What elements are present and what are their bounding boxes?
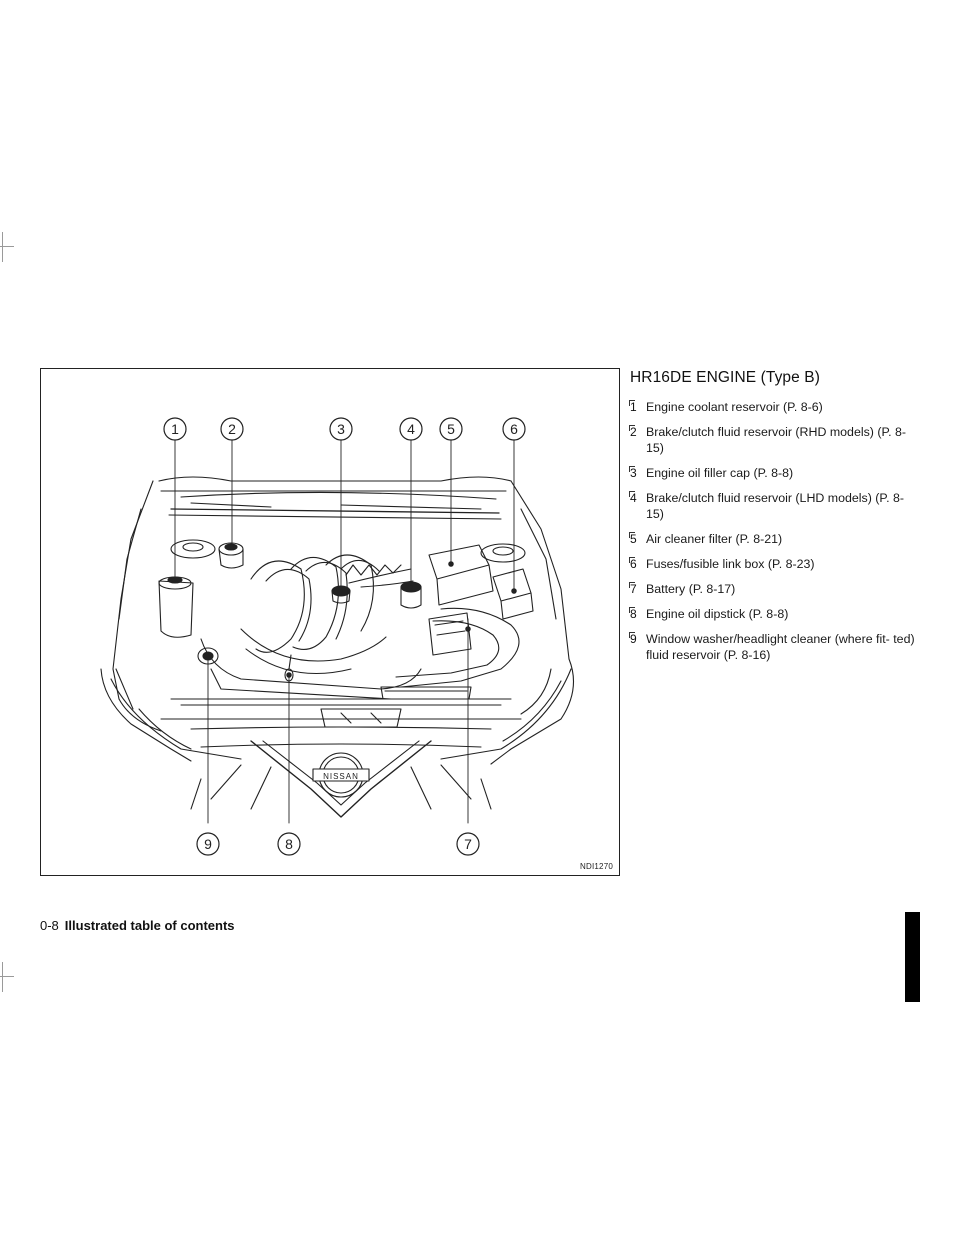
crop-mark bbox=[2, 962, 3, 992]
list-item: 7 Battery (P. 8-17) bbox=[629, 581, 920, 597]
list-item: 9 Window washer/headlight cleaner (where … bbox=[629, 631, 920, 663]
item-label: Engine oil dipstick (P. 8-8) bbox=[646, 607, 789, 621]
item-label: Window washer/headlight cleaner (where f… bbox=[646, 632, 915, 662]
item-label: Engine oil filler cap (P. 8-8) bbox=[646, 466, 794, 480]
item-label: Battery (P. 8-17) bbox=[646, 582, 736, 596]
item-number: 4 bbox=[629, 491, 637, 505]
list-item: 1 Engine coolant reservoir (P. 8-6) bbox=[629, 399, 920, 415]
page-footer: 0-8 Illustrated table of contents bbox=[40, 918, 235, 933]
callout-2: 2 bbox=[228, 421, 236, 437]
list-item: 6 Fuses/fusible link box (P. 8-23) bbox=[629, 556, 920, 572]
callout-6: 6 bbox=[510, 421, 518, 437]
item-number: 5 bbox=[629, 532, 637, 546]
list-item: 3 Engine oil filler cap (P. 8-8) bbox=[629, 465, 920, 481]
crop-mark bbox=[0, 976, 14, 977]
page-number: 0-8 bbox=[40, 918, 59, 933]
item-label: Air cleaner filter (P. 8-21) bbox=[646, 532, 783, 546]
callout-5: 5 bbox=[447, 421, 455, 437]
list-item: 4 Brake/clutch fluid reservoir (LHD model… bbox=[629, 490, 920, 522]
item-number: 9 bbox=[629, 632, 637, 646]
nissan-emblem-text: NISSAN bbox=[323, 772, 359, 781]
item-number: 2 bbox=[629, 425, 637, 439]
item-number: 8 bbox=[629, 607, 637, 621]
parts-legend: HR16DE ENGINE (Type B) 1 Engine coolant r… bbox=[629, 369, 920, 672]
section-title: Illustrated table of contents bbox=[64, 918, 235, 933]
list-item: 2 Brake/clutch fluid reservoir (RHD model… bbox=[629, 424, 920, 456]
crop-mark bbox=[2, 232, 3, 262]
item-number: 3 bbox=[629, 466, 637, 480]
item-number: 6 bbox=[629, 557, 637, 571]
callout-4: 4 bbox=[407, 421, 415, 437]
item-number: 7 bbox=[629, 582, 637, 596]
callout-1: 1 bbox=[171, 421, 179, 437]
item-label: Engine coolant reservoir (P. 8-6) bbox=[646, 400, 823, 414]
legend-title: HR16DE ENGINE (Type B) bbox=[630, 369, 820, 386]
chapter-thumb-tab bbox=[905, 912, 920, 1002]
figure-id: NDI1270 bbox=[580, 862, 613, 871]
list-item: 5 Air cleaner filter (P. 8-21) bbox=[629, 531, 920, 547]
callout-8: 8 bbox=[285, 836, 293, 852]
engine-line-drawing: 1 2 3 4 5 6 7 8 9 NISSAN bbox=[100, 417, 574, 856]
callout-3: 3 bbox=[337, 421, 345, 437]
callout-9: 9 bbox=[204, 836, 212, 852]
item-number: 1 bbox=[629, 400, 637, 414]
engine-illustration: 1 2 3 4 5 6 7 8 9 NISSAN NDI1270 bbox=[40, 368, 620, 876]
item-label: Fuses/fusible link box (P. 8-23) bbox=[646, 557, 815, 571]
crop-mark bbox=[0, 246, 14, 247]
list-item: 8 Engine oil dipstick (P. 8-8) bbox=[629, 606, 920, 622]
item-label: Brake/clutch fluid reservoir (RHD models… bbox=[646, 425, 907, 455]
callout-7: 7 bbox=[464, 836, 472, 852]
item-label: Brake/clutch fluid reservoir (LHD models… bbox=[646, 491, 904, 521]
